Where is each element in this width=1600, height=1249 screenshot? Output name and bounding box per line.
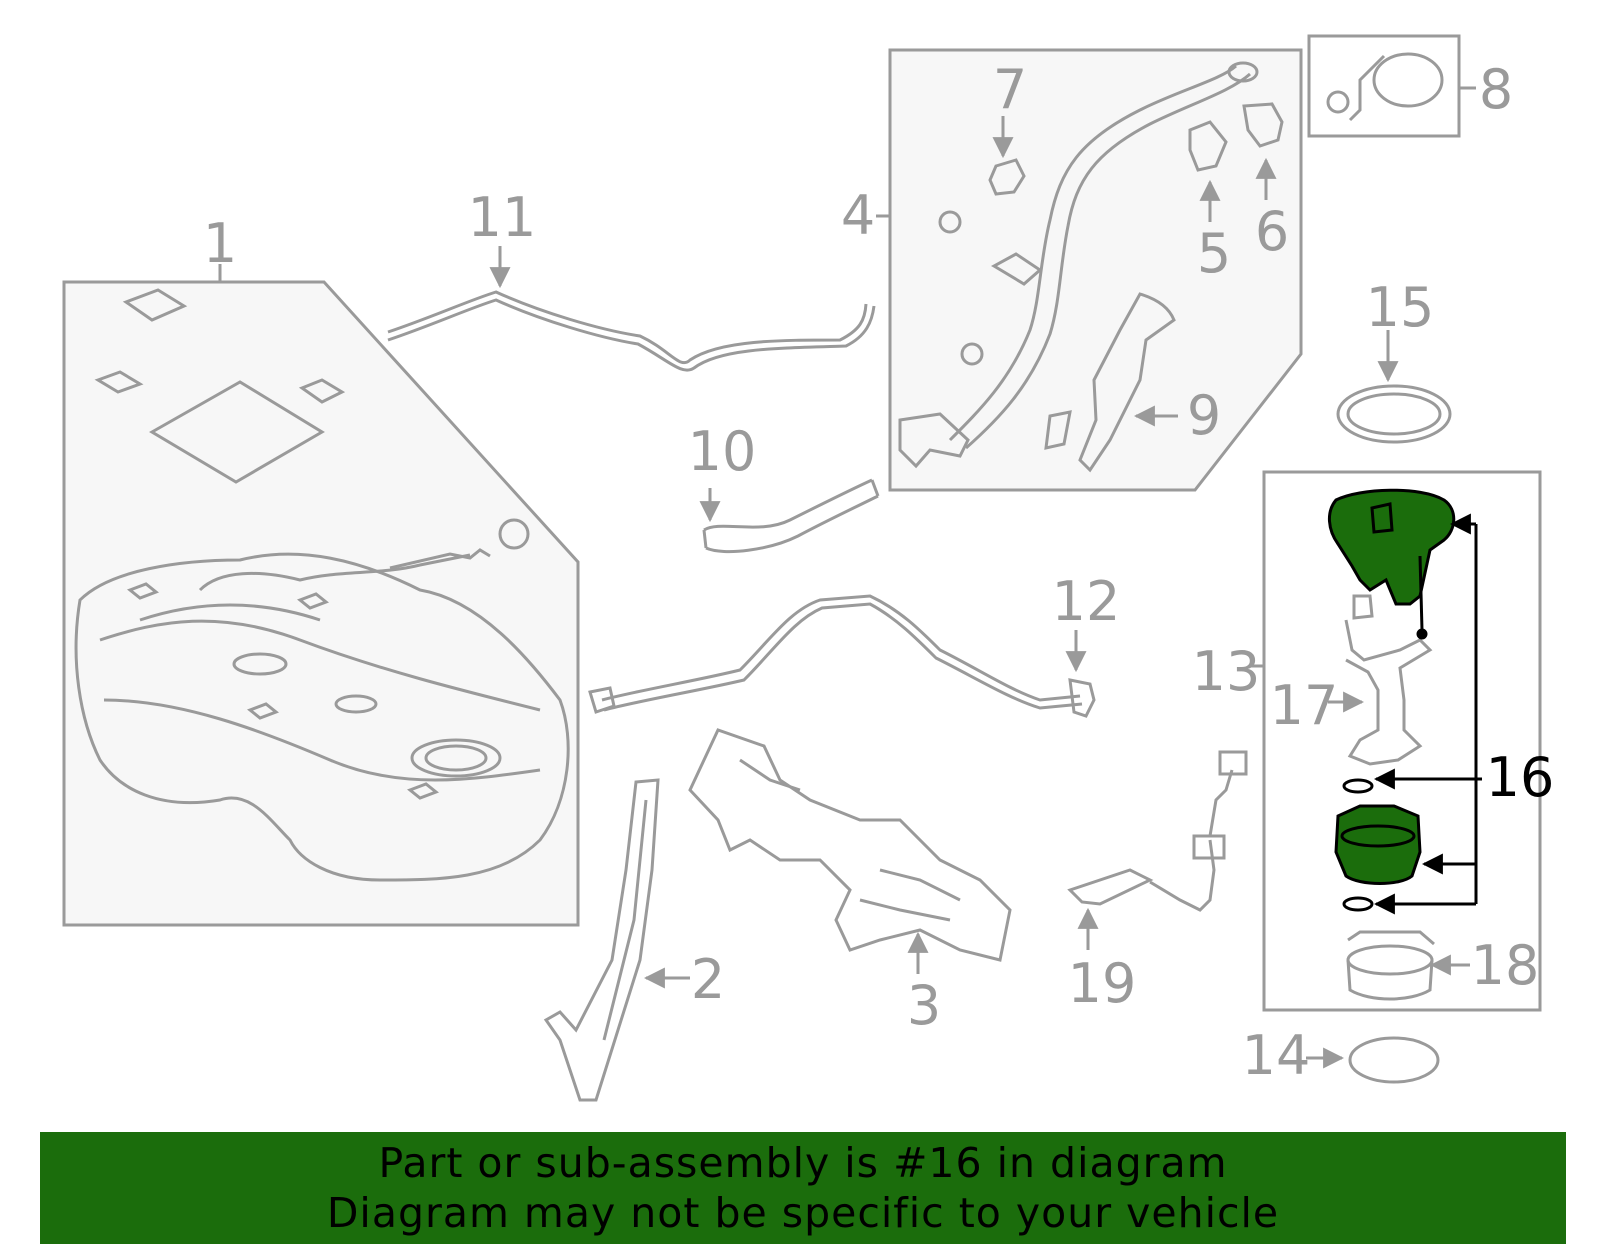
fuel-cap-group: [1307, 34, 1461, 138]
callout-1: 1: [203, 212, 237, 275]
callout-10: 10: [688, 420, 757, 483]
callout-6: 6: [1255, 200, 1289, 263]
fuel-tank-group: [62, 280, 580, 927]
fuel-line-12: [588, 594, 1096, 718]
banner-line-2: Diagram may not be specific to your vehi…: [326, 1189, 1280, 1237]
callout-leaders-16: [1373, 513, 1482, 915]
callout-9: 9: [1187, 384, 1221, 447]
callout-11: 11: [468, 186, 537, 249]
callout-18: 18: [1471, 934, 1540, 997]
sender-unit-19: [1067, 750, 1248, 912]
hose-10: [702, 478, 880, 554]
callout-12: 12: [1052, 570, 1121, 633]
callout-4: 4: [841, 184, 875, 247]
callout-3: 3: [907, 974, 941, 1037]
callout-14: 14: [1242, 1024, 1311, 1087]
callout-7: 7: [993, 58, 1027, 121]
callout-2: 2: [691, 948, 725, 1011]
callout-8: 8: [1479, 58, 1513, 121]
tank-strap-2: [543, 778, 660, 1102]
callout-16: 16: [1486, 746, 1555, 809]
callout-13: 13: [1192, 640, 1261, 703]
callout-17: 17: [1270, 674, 1339, 737]
cross-member-3: [688, 728, 1012, 962]
callout-leaders: [218, 86, 1476, 1069]
callout-15: 15: [1366, 276, 1435, 339]
lock-ring-15: [1336, 384, 1452, 444]
callout-5: 5: [1197, 222, 1231, 285]
banner-line-1: Part or sub-assembly is #16 in diagram: [378, 1139, 1228, 1187]
callout-19: 19: [1068, 952, 1137, 1015]
filler-neck-group: [888, 48, 1303, 492]
vent-line-11: [387, 290, 876, 372]
gasket-14: [1348, 1036, 1440, 1084]
info-banner: Part or sub-assembly is #16 in diagram D…: [40, 1132, 1566, 1244]
pump-assembly-box-13: [1262, 470, 1542, 1012]
fuel-pump-16-highlight: [1328, 488, 1456, 912]
